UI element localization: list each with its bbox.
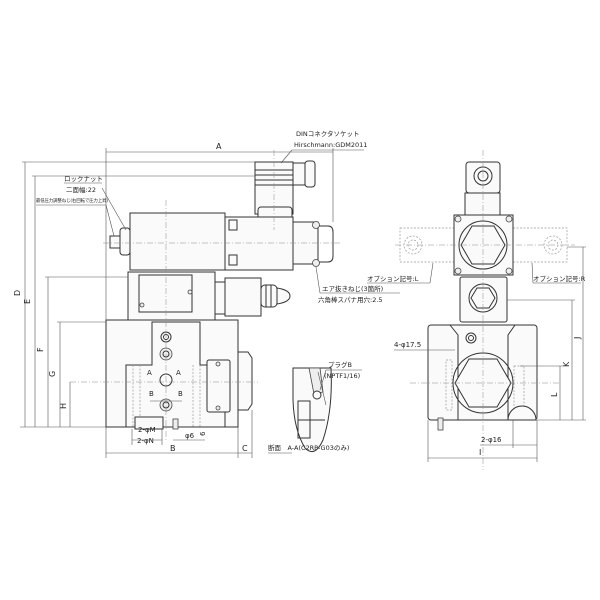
dim-i: I <box>479 448 481 457</box>
section-mark-a: A <box>147 369 152 377</box>
section-a-a: プラグB (NPTF1/16) 断面 A-A(C2RP-G03のみ) <box>268 360 362 454</box>
front-view <box>395 150 575 470</box>
section-title: 断面 A-A(C2RP-G03のみ) <box>268 443 349 452</box>
label-hex-wrench-hole: 六角棒スパナ用穴:2.5 <box>318 295 383 304</box>
label-min-pressure-screw: 最低圧力調整ねじ(右回転で圧力上昇) <box>36 197 108 204</box>
dim-6: 6 <box>199 431 207 436</box>
label-across-flats: 二面幅:22 <box>66 185 96 194</box>
port-plate <box>206 359 231 413</box>
dim-phi6: φ6 <box>185 432 195 440</box>
air-vent-screw-icon <box>312 221 320 229</box>
dim-h: H <box>59 403 68 409</box>
cable-gland <box>292 162 306 186</box>
label-option-r: オプション記号:R <box>533 274 586 283</box>
section-mark-b: B <box>178 390 183 398</box>
front-view-dimensions: J K L I 2-φ16 4-φ17.5 オプション記号:L オプション記号:… <box>367 246 586 462</box>
adjust-screw <box>109 235 121 249</box>
label-din-connector: DINコネクタソケット <box>296 129 360 138</box>
dim-2-phi-16: 2-φ16 <box>481 436 502 444</box>
section-mark-b: B <box>149 390 154 398</box>
label-plug-b: プラグB <box>328 360 352 369</box>
label-hirschmann: Hirschmann:GDM2011 <box>294 141 367 149</box>
dim-2-phi-n: 2-φN <box>137 437 154 445</box>
dim-g: G <box>48 371 57 377</box>
dim-d: D <box>13 290 22 296</box>
dim-b: B <box>170 444 176 453</box>
side-view: A A B B <box>70 150 340 440</box>
label-nptf: (NPTF1/16) <box>324 372 360 380</box>
solenoid-body <box>129 212 226 271</box>
foot-pin <box>507 405 537 421</box>
side-view-labels: DINコネクタソケット Hirschmann:GDM2011 ロックナット 二面… <box>36 129 400 304</box>
pilot-adjuster <box>224 277 262 317</box>
locating-pin <box>134 416 164 430</box>
label-air-vent-screw: エア抜きねじ(3箇所) <box>322 284 383 293</box>
dim-e: E <box>23 299 32 304</box>
dim-a: A <box>216 142 222 151</box>
dim-2-phi-m: 2-φM <box>138 426 156 434</box>
dim-f: F <box>36 347 45 352</box>
air-vent-screw-icon <box>312 259 320 267</box>
label-option-l: オプション記号:L <box>367 274 419 283</box>
side-view-dimensions: A D E F G H B C 2-φM 2-φN φ6 6 <box>13 142 334 458</box>
coil-housing <box>224 216 294 271</box>
dim-c: C <box>242 444 248 453</box>
dim-4-phi-17-5: 4-φ17.5 <box>394 341 421 349</box>
knob <box>260 284 278 308</box>
section-mark-a: A <box>176 369 181 377</box>
dim-k: K <box>562 361 571 367</box>
dim-l: L <box>550 392 559 397</box>
pilot-body <box>127 271 216 321</box>
label-lock-nut: ロックナット <box>64 175 103 183</box>
dim-j: J <box>573 337 582 340</box>
lock-nut <box>119 227 131 256</box>
